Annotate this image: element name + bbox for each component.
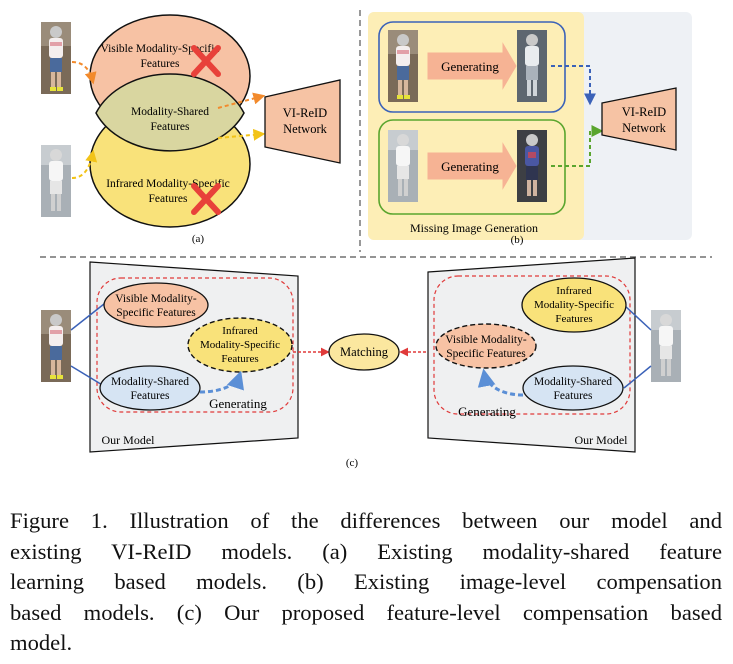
c-right-infrared-line3: Features: [555, 313, 592, 325]
a-infrared-specific-line2: Features: [149, 193, 188, 205]
shared-overlap-region: [95, 73, 245, 152]
matching-label: Matching: [340, 345, 389, 359]
c-right-infrared-line1: Infrared: [556, 285, 592, 297]
a-shared-line2: Features: [151, 121, 190, 133]
caption-line: based models. (c) Our proposed feature-l…: [10, 599, 722, 625]
c-right-infrared-line2: Modality-Specific: [534, 299, 614, 311]
b-visible-input-image: [388, 30, 418, 102]
panel-c-label: (c): [346, 457, 359, 469]
c-right-visible-specific: [435, 323, 537, 369]
c-left-link-top: [70, 303, 105, 331]
b-generated-infrared-image: [517, 30, 547, 102]
c-visible-person-image: [41, 310, 71, 382]
panel-a: Visible Modality-Specific Features Modal…: [41, 14, 341, 245]
b-top-generating-arrow: [427, 42, 517, 90]
panel-b-label: (b): [511, 234, 524, 246]
a-visible-specific-line1: Visible Modality-Specific: [100, 43, 219, 55]
b-bottom-to-network-arrow: [551, 125, 604, 167]
c-right-visible-line1: Visible Modality-: [445, 334, 527, 346]
panel-a-label: (a): [192, 233, 205, 245]
panel-c: Visible Modality- Specific Features Infr…: [41, 257, 681, 469]
b-bottom-generating-arrow: [427, 142, 517, 190]
c-left-visible-specific: [103, 282, 209, 328]
b-generating-top-label: Generating: [441, 59, 499, 74]
visible-input-arrow: [71, 61, 97, 85]
visible-person-image: [41, 22, 71, 94]
c-right-model-label: Our Model: [575, 433, 629, 447]
c-right-visible-line2: Specific Features: [446, 348, 526, 360]
c-left-red-region: [96, 277, 294, 413]
b-generated-visible-image: [517, 130, 547, 202]
a-shared-line1: Modality-Shared: [131, 106, 209, 118]
cross-icon: [191, 45, 221, 77]
c-left-infrared-line3: Features: [221, 353, 258, 365]
cross-icon: [191, 183, 221, 215]
caption-line: model.: [10, 630, 73, 655]
b-infrared-input-image: [388, 130, 418, 202]
c-right-infrared-specific: [521, 277, 627, 333]
c-right-generating-label: Generating: [458, 404, 516, 419]
c-left-visible-line1: Visible Modality-: [115, 293, 197, 305]
c-right-shared: [522, 365, 624, 411]
shared-to-network-arrow-orange: [217, 92, 266, 109]
b-network-line1: VI-ReID: [622, 105, 666, 119]
shared-to-network-arrow-yellow: [217, 128, 266, 141]
caption-line: existing VI-ReID models. (a) Existing mo…: [10, 538, 722, 564]
c-left-model-label: Our Model: [102, 433, 156, 447]
a-network-line2: Network: [283, 122, 327, 136]
caption-line: Figure 1. Illustration of the difference…: [10, 508, 722, 533]
c-right-red-region: [433, 275, 631, 415]
c-left-generating-arrow: [199, 370, 244, 394]
infrared-input-arrow: [71, 149, 98, 179]
figure-caption: Figure 1. Illustration of the difference…: [10, 506, 722, 659]
b-network-block: [601, 87, 677, 151]
c-right-generating-arrow: [477, 368, 524, 397]
c-left-shared-line1: Modality-Shared: [111, 376, 189, 388]
b-generating-bottom-label: Generating: [441, 159, 499, 174]
c-right-shared-line1: Modality-Shared: [534, 376, 612, 388]
c-right-link-top: [623, 304, 652, 331]
infrared-person-image: [41, 145, 71, 217]
c-right-shared-line2: Features: [554, 390, 593, 402]
a-infrared-specific-line1: Infrared Modality-Specific: [106, 178, 230, 190]
panel-b: Generating Generating VI-ReID Network Mi…: [368, 12, 692, 246]
missing-image-generation-label: Missing Image Generation: [410, 221, 538, 235]
b-network-line2: Network: [622, 121, 666, 135]
a-network-line1: VI-ReID: [283, 106, 327, 120]
c-left-generating-label: Generating: [209, 396, 267, 411]
c-left-infrared-line2: Modality-Specific: [200, 339, 280, 351]
caption-line: learning based models. (b) Existing imag…: [10, 569, 722, 594]
c-left-visible-line2: Specific Features: [116, 307, 196, 319]
a-network-block: [264, 79, 341, 164]
c-left-infrared-specific: [187, 317, 293, 373]
c-right-link-bottom: [623, 365, 652, 389]
c-left-shared-line2: Features: [131, 390, 170, 402]
figure-diagram: Visible Modality-Specific Features Modal…: [40, 10, 712, 469]
matching-node: [328, 333, 400, 371]
c-left-shared: [99, 365, 201, 411]
c-left-link-bottom: [70, 365, 105, 387]
c-infrared-person-image: [651, 310, 681, 382]
c-left-infrared-line1: Infrared: [222, 325, 258, 337]
b-top-to-network-arrow: [551, 65, 596, 106]
a-visible-specific-line2: Features: [141, 58, 180, 70]
